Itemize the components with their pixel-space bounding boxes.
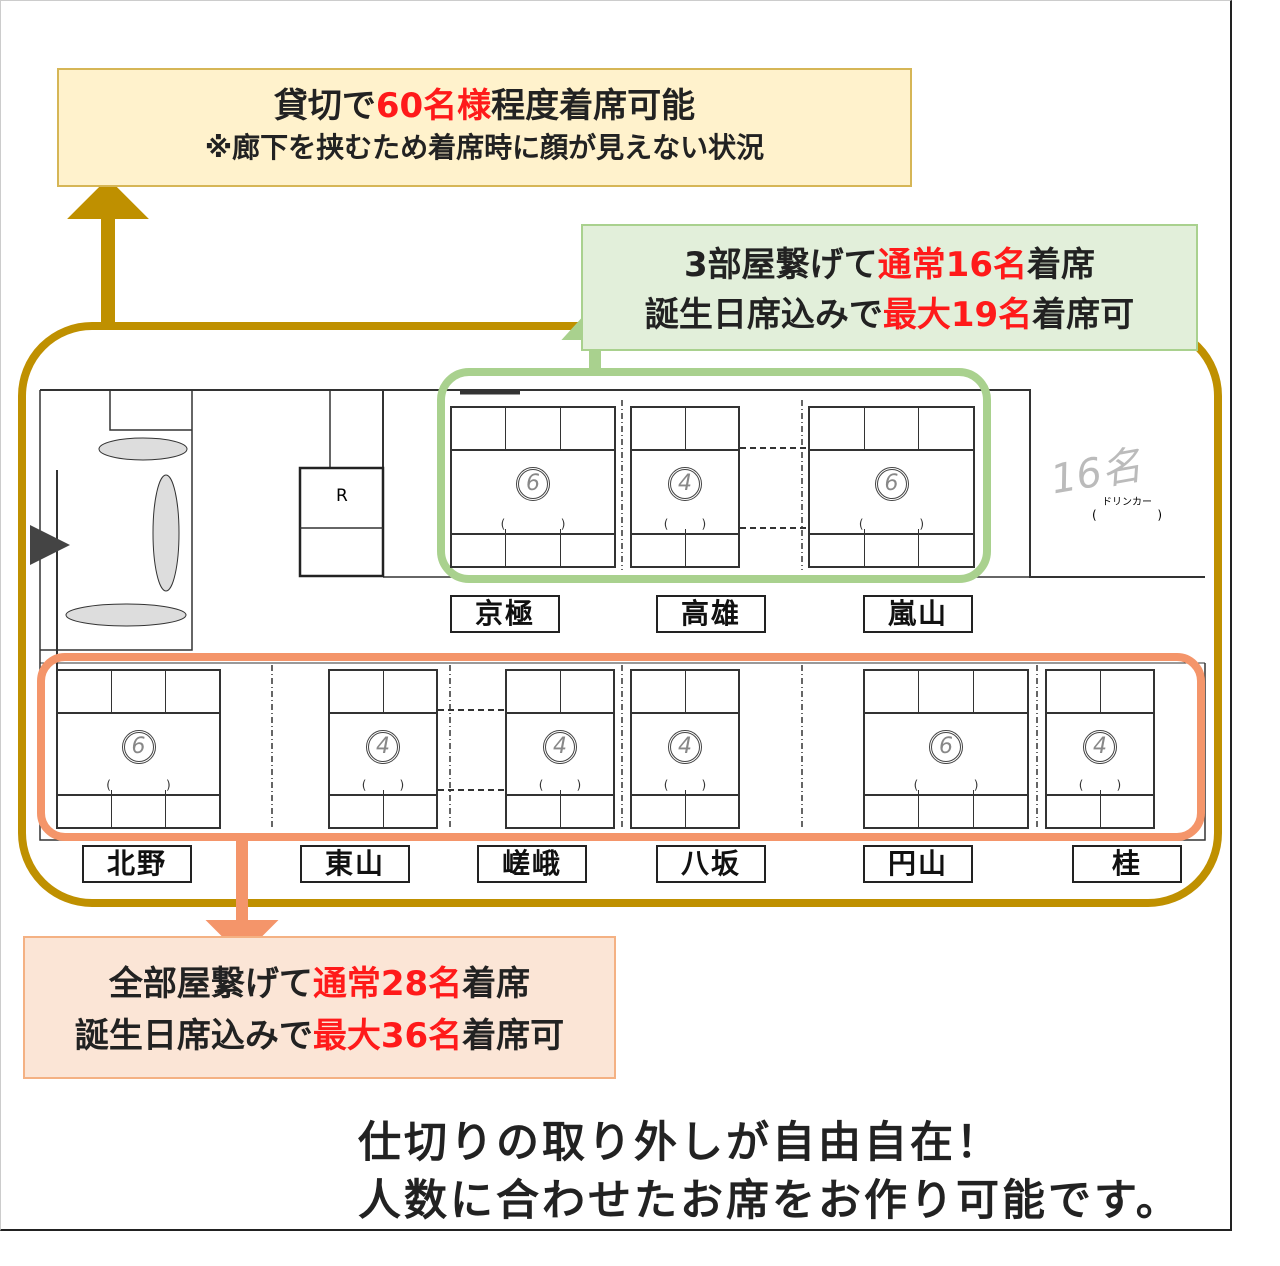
callout-text: 着席可	[462, 1016, 565, 1056]
room-京極: 6 ()	[450, 406, 616, 568]
tatami-row	[58, 671, 219, 712]
table-area: 6 ()	[808, 449, 975, 535]
callout-text: 誕生日席込みで	[74, 1016, 313, 1056]
parens: ()	[663, 517, 707, 531]
tatami-row	[810, 408, 973, 449]
room-name-label: 高雄	[656, 595, 766, 633]
parens: ()	[361, 778, 405, 792]
tatami-row	[1047, 790, 1153, 829]
callout-highlight: 最大19名	[882, 295, 1033, 335]
bottom-message-line1: 仕切りの取り外しが自由自在！	[358, 1118, 1002, 1168]
image-frame	[0, 0, 1232, 1231]
room-name-label: 嵯峨	[477, 845, 587, 883]
room-name-label: 京極	[450, 595, 560, 633]
room-円山: 6 ()	[863, 669, 1029, 829]
tatami-row	[507, 790, 613, 829]
room-嵐山: 6 ()	[808, 406, 975, 568]
room-name-label: 東山	[300, 845, 410, 883]
gold-arrow-icon	[67, 178, 149, 326]
table-area: 4 ()	[1045, 712, 1155, 796]
three-rooms-callout: 3部屋繋げて通常16名着席 誕生日席込みで最大19名着席可	[581, 224, 1198, 351]
parens: ()	[106, 778, 171, 792]
parens: ()	[663, 778, 707, 792]
drinker-parens: ()	[1092, 508, 1162, 522]
callout-text: 誕生日席込みで	[644, 295, 883, 335]
bottom-message: 仕切りの取り外しが自由自在！ 人数に合わせたお席をお作り可能です。	[358, 1114, 1182, 1230]
tatami-row	[330, 790, 436, 829]
parens: ()	[538, 778, 582, 792]
r-room-label: R	[336, 486, 348, 506]
room-八坂: 4 ()	[630, 669, 740, 829]
tatami-row	[452, 408, 614, 449]
tatami-row	[632, 671, 738, 712]
callout-text: 程度着席可能	[491, 86, 696, 126]
callout-text: 着席	[462, 964, 531, 1004]
callout-highlight: 最大36名	[312, 1016, 463, 1056]
parens: ()	[500, 517, 566, 531]
callout-highlight: 通常16名	[877, 245, 1027, 285]
entrance-arrow-icon	[30, 525, 70, 565]
table-area: 6 ()	[450, 449, 616, 535]
tatami-row	[865, 671, 1027, 712]
capacity-circle: 6	[121, 730, 156, 764]
parens: ()	[858, 517, 925, 531]
room-name-label: 八坂	[656, 845, 766, 883]
tatami-row	[452, 529, 614, 568]
tatami-row	[632, 408, 738, 449]
table-area: 6 ()	[863, 712, 1029, 796]
tatami-row	[810, 529, 973, 568]
callout-text: 着席	[1027, 245, 1095, 285]
callout-text: 3部屋繋げて	[684, 245, 878, 285]
capacity-circle: 4	[366, 730, 400, 764]
room-東山: 4 ()	[328, 669, 438, 829]
drinker-label: ドリンカー	[1102, 497, 1152, 508]
room-name-label: 北野	[82, 845, 192, 883]
room-嵯峨: 4 ()	[505, 669, 615, 829]
table-area: 4 ()	[328, 712, 438, 796]
bottom-rooms-outline	[37, 653, 1205, 841]
room-name-label: 嵐山	[863, 595, 973, 633]
room-桂: 4 ()	[1045, 669, 1155, 829]
parens: ()	[1078, 778, 1122, 792]
callout-note: ※廊下を挟むため着席時に顔が見えない状況	[204, 131, 765, 164]
table-area: 4 ()	[630, 449, 740, 535]
parens: ()	[913, 778, 979, 792]
capacity-circle: 4	[543, 730, 577, 764]
callout-highlight: 60名様	[375, 86, 492, 126]
callout-text: 全部屋繋げて	[108, 964, 313, 1004]
tatami-row	[1047, 671, 1153, 712]
capacity-circle: 4	[1083, 730, 1117, 764]
tatami-row	[507, 671, 613, 712]
tatami-row	[330, 671, 436, 712]
table-area: 4 ()	[505, 712, 615, 796]
all-rooms-callout: 全部屋繋げて通常28名着席 誕生日席込みで最大36名着席可	[23, 936, 616, 1079]
room-高雄: 4 ()	[630, 406, 740, 568]
sofa-ovals	[65, 437, 188, 627]
callout-highlight: 通常28名	[312, 964, 463, 1004]
capacity-circle: 6	[929, 730, 963, 764]
orange-arrow-icon	[205, 837, 279, 957]
capacity-circle: 6	[516, 467, 550, 501]
tatami-row	[58, 790, 219, 829]
capacity-circle: 4	[668, 467, 702, 501]
tatami-row	[865, 790, 1027, 829]
full-rental-callout: 貸切で60名様程度着席可能 ※廊下を挟むため着席時に顔が見えない状況	[57, 68, 912, 187]
tatami-row	[632, 790, 738, 829]
callout-text: 貸切で	[273, 86, 376, 126]
room-name-label: 桂	[1072, 845, 1182, 883]
room-name-label: 円山	[863, 845, 973, 883]
top-rooms-outline	[437, 368, 991, 583]
tatami-row	[632, 529, 738, 568]
bottom-message-line2: 人数に合わせたお席をお作り可能です。	[358, 1176, 1182, 1226]
table-area: 6 ()	[56, 712, 221, 796]
capacity-circle: 6	[874, 467, 909, 501]
callout-text: 着席可	[1032, 295, 1135, 335]
room-北野: 6 ()	[56, 669, 221, 829]
table-area: 4 ()	[630, 712, 740, 796]
capacity-circle: 4	[668, 730, 702, 764]
